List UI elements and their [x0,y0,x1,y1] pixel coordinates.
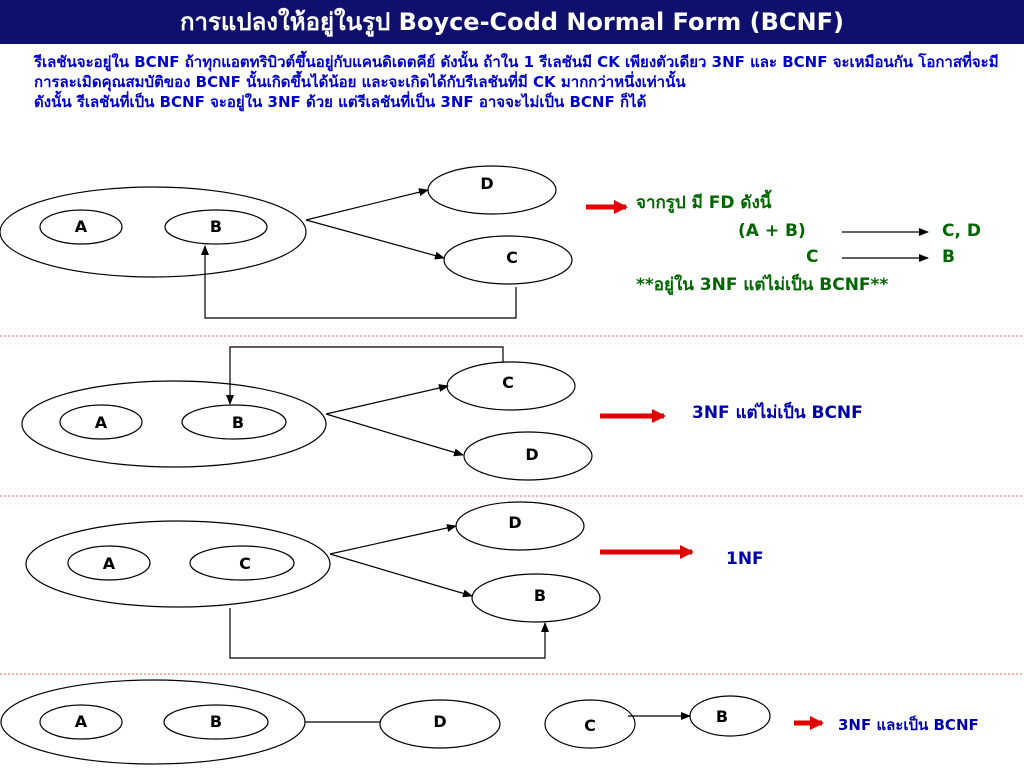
fd-arrow-to-d [329,524,457,555]
attribute-a-label: A [103,554,116,573]
fd-arrow-to-d [305,188,429,221]
fd2-lhs: C [806,247,818,267]
composite-key-ellipse [25,520,331,608]
fd-arrow-to-c [325,384,449,415]
attribute-c-label: C [506,248,518,267]
title-bar [0,0,1024,44]
result-label: 3NF และเป็น BCNF [838,715,979,734]
attribute-b-label: B [210,712,222,731]
attribute-a-label: A [75,712,88,731]
attribute-b2 [689,695,771,737]
diagram-1: A B D C จากรูป มี FD ดังนี้ (A + B) C, D… [0,165,981,319]
attribute-d-label: D [480,174,493,193]
attribute-b [164,209,268,245]
attribute-a-label: A [75,217,88,236]
fd-arrow-c-to-b [226,346,504,405]
result-label: 1NF [726,549,764,569]
attribute-b [471,573,601,623]
attribute-d-label: D [525,445,538,464]
attribute-a [39,704,123,740]
intro-paragraph-1: รีเลชันจะอยู่ใน BCNF ถ้าทุกแอตทริบิวต์ขึ… [34,53,999,91]
attribute-b-label: B [232,413,244,432]
diagram-3: A C D B 1NF [25,501,764,659]
attribute-c-label: C [584,716,596,735]
composite-key-ellipse [21,380,327,468]
diagram-4: A B D C B 3NF และเป็น BCNF [0,679,979,765]
fd1-rhs: C, D [942,221,981,241]
fd-arrow-to-d [325,413,464,457]
attribute-b-label: B [534,586,546,605]
composite-key-ellipse [0,186,307,278]
attribute-a [39,209,123,245]
fd-note-title: จากรูป มี FD ดังนี้ [636,189,772,214]
attribute-b [181,404,287,440]
attribute-c [544,699,636,749]
attribute-b [163,704,269,740]
result-label: 3NF แต่ไม่เป็น BCNF [692,400,863,423]
attribute-b-label: B [210,217,222,236]
fd-arrow-to-b [329,553,473,598]
attribute-d [379,699,501,749]
attribute-d-label: D [508,513,521,532]
attribute-a [67,545,151,581]
attribute-c [443,235,573,285]
fd-note-result: **อยู่ใน 3NF แต่ไม่เป็น BCNF** [636,272,888,296]
attribute-c-label: C [502,373,514,392]
fd2-rhs: B [942,247,955,267]
attribute-d [463,431,593,481]
fd-arrow-to-c [305,219,445,260]
page-title: การแปลงให้อยู่ในรูป Boyce-Codd Normal Fo… [180,8,844,36]
attribute-c [189,545,295,581]
composite-key-ellipse [0,679,306,765]
attribute-a-label: A [95,413,108,432]
intro-paragraph-2: ดังนั้น รีเลชันที่เป็น BCNF จะอยู่ใน 3NF… [34,93,647,111]
attribute-b2-label: B [716,707,728,726]
attribute-a [59,404,143,440]
fd1-lhs: (A + B) [738,221,806,241]
fd-arrow-c-to-b [201,245,517,319]
diagram-2: A B C D 3NF แต่ไม่เป็น BCNF [21,346,863,481]
attribute-c-label: C [239,554,251,573]
fd-arrow-c-to-b [229,608,549,659]
intro-text: รีเลชันจะอยู่ใน BCNF ถ้าทุกแอตทริบิวต์ขึ… [12,52,1012,112]
attribute-d-label: D [433,712,446,731]
